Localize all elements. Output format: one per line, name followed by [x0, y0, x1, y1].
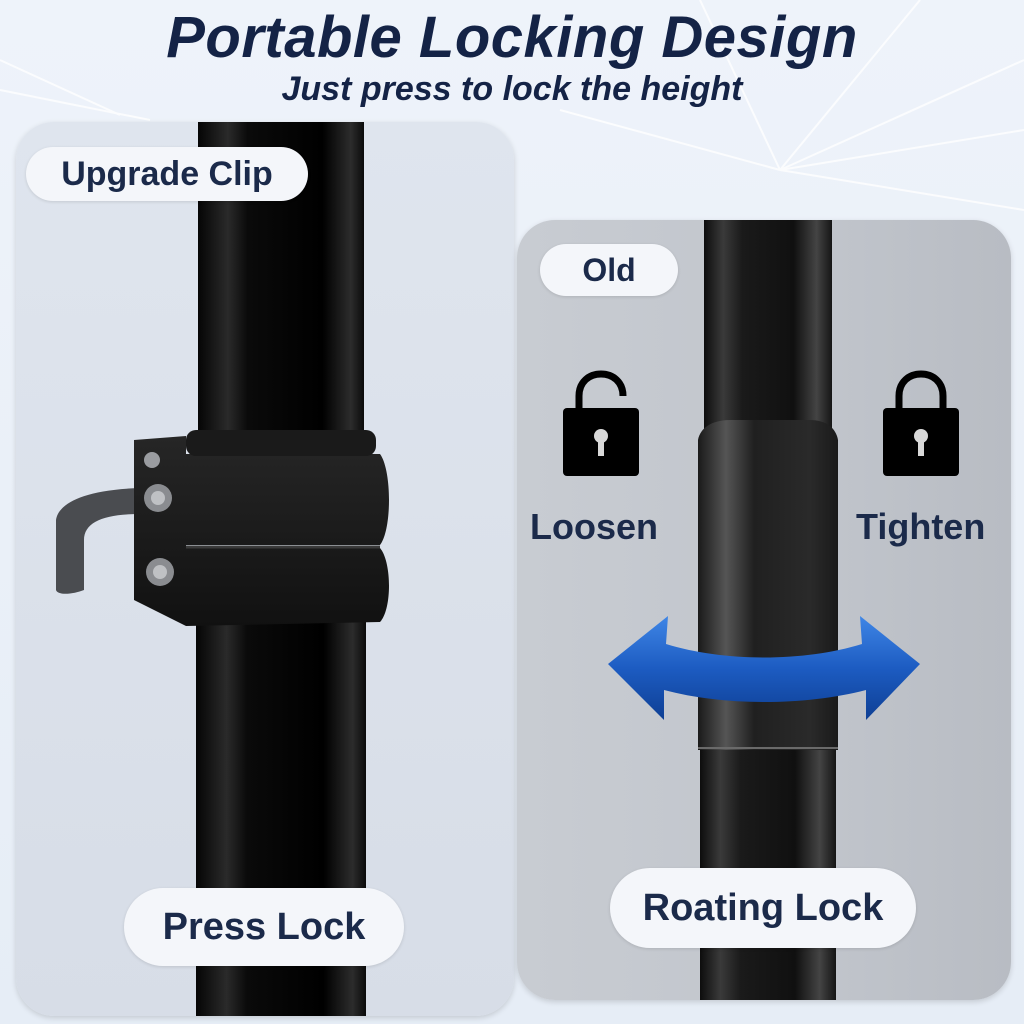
press-lock-label: Press Lock [124, 888, 404, 966]
page-title: Portable Locking Design [166, 5, 858, 70]
locked-padlock-icon [883, 370, 959, 476]
page-subtitle: Just press to lock the height [281, 70, 743, 108]
old-tag: Old [540, 244, 678, 296]
roating-lock-label: Roating Lock [610, 868, 916, 948]
tighten-label: Tighten [856, 506, 986, 547]
upgrade-clip-tag: Upgrade Clip [26, 147, 308, 201]
double-curved-arrow-icon [608, 616, 920, 720]
loosen-label: Loosen [530, 506, 659, 547]
unlocked-padlock-icon [563, 370, 639, 476]
